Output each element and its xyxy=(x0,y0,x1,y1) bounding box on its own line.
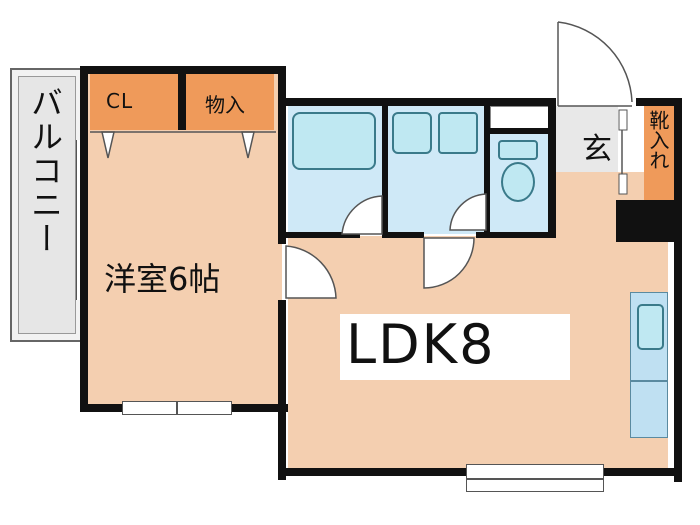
shoe-closet xyxy=(644,106,674,202)
wall xyxy=(548,98,556,238)
wall xyxy=(616,200,676,242)
shoe-closet-label: 靴入れ xyxy=(646,110,670,170)
storage xyxy=(186,74,274,130)
washroom-door xyxy=(449,193,487,231)
wall xyxy=(282,232,360,238)
wall xyxy=(484,98,490,238)
wall xyxy=(382,232,424,238)
kitchen-sink xyxy=(637,304,664,350)
wall xyxy=(278,66,286,244)
toilet-tank xyxy=(498,140,538,160)
western-room-label: 洋室6帖 xyxy=(104,260,221,298)
closet-doors xyxy=(90,131,276,159)
window-mullion xyxy=(176,401,178,415)
ldk-label-box xyxy=(340,314,570,380)
washbasin xyxy=(392,112,432,154)
wall xyxy=(382,98,388,238)
bathtub xyxy=(292,112,376,170)
wall xyxy=(484,128,550,134)
toilet-door xyxy=(618,109,628,195)
entrance xyxy=(556,106,618,172)
closet xyxy=(90,74,178,130)
closet-label: CL xyxy=(106,89,134,113)
window-mullion xyxy=(466,478,604,480)
wall xyxy=(476,232,556,238)
entrance-label: 玄 xyxy=(582,132,612,167)
wall xyxy=(80,66,286,74)
wall xyxy=(278,300,286,480)
balcony-label: バルコニー xyxy=(26,86,64,256)
toilet-storage xyxy=(490,106,550,130)
washing-machine xyxy=(438,112,478,154)
wall xyxy=(278,98,556,106)
wall xyxy=(674,98,682,482)
wall xyxy=(80,66,88,412)
balcony-inner xyxy=(18,76,76,334)
wall xyxy=(636,98,680,106)
entrance-door xyxy=(557,21,633,107)
storage-label: 物入 xyxy=(205,93,245,117)
toilet-bowl xyxy=(501,162,535,202)
ldk-door xyxy=(423,237,475,289)
western-room-door xyxy=(285,245,337,299)
kitchen-divider xyxy=(630,380,668,382)
wall xyxy=(178,74,186,130)
ldk-label: LDK8 xyxy=(346,313,496,376)
bathroom-door xyxy=(341,195,383,235)
